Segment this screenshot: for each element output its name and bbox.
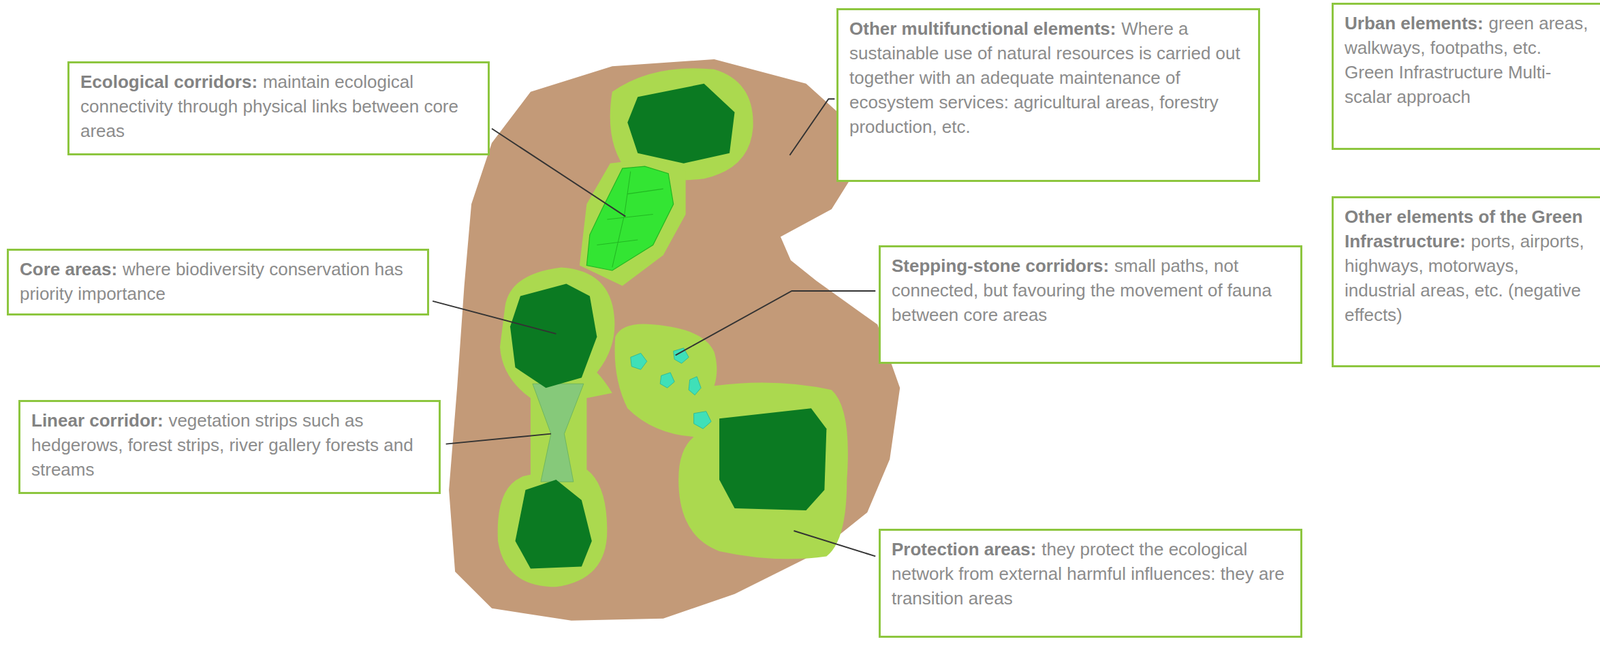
callout-box: Linear corridor:vegetation strips such a… bbox=[18, 399, 441, 494]
callout-box: Ecological corridors:maintain ecological… bbox=[67, 61, 490, 156]
land-area bbox=[448, 59, 900, 621]
core-area bbox=[510, 83, 827, 569]
callout-box: Protection areas:they protect the ecolog… bbox=[878, 528, 1303, 638]
callout-heading: Other multifunctional elements: bbox=[849, 18, 1117, 39]
protection-halo bbox=[497, 68, 849, 587]
linear-corridor bbox=[532, 383, 584, 482]
callout-heading: Urban elements: bbox=[1344, 12, 1484, 34]
callout-heading: Linear corridor: bbox=[31, 410, 164, 431]
ecological-corridor bbox=[586, 166, 673, 271]
callout-box: Core areas:where biodiversity conservati… bbox=[6, 248, 430, 316]
stepping-stone bbox=[630, 348, 712, 429]
callout-box: Urban elements:green areas, walkways, fo… bbox=[1331, 2, 1600, 150]
leader-line bbox=[432, 98, 876, 556]
callout-heading: Core areas: bbox=[19, 258, 118, 280]
callout-heading: Stepping-stone corridors: bbox=[891, 255, 1109, 276]
callout-box: Other elements of the Green Infrastructu… bbox=[1331, 196, 1600, 368]
callout-box: Other multifunctional elements:Where a s… bbox=[836, 8, 1261, 182]
callout-box: Stepping-stone corridors:small paths, no… bbox=[878, 245, 1303, 364]
callout-heading: Ecological corridors: bbox=[80, 71, 258, 92]
callout-heading: Protection areas: bbox=[891, 538, 1037, 560]
